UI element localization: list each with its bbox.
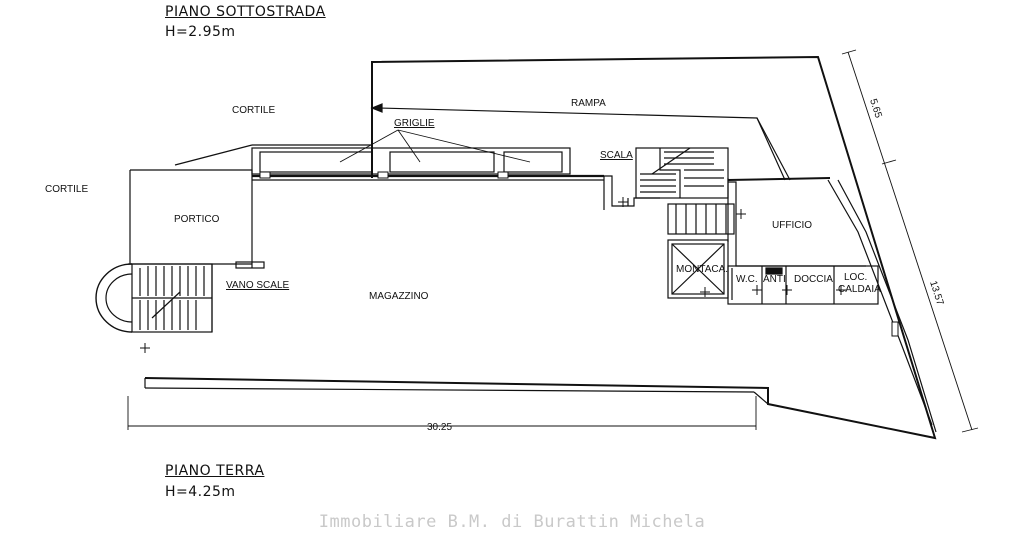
label-cortile-top: CORTILE <box>232 105 275 116</box>
griglie-leaders <box>339 129 531 163</box>
label-rampa: RAMPA <box>571 98 606 109</box>
floor-height-sottostrada: H=2.95m <box>165 24 236 40</box>
label-griglie: GRIGLIE <box>394 118 435 129</box>
dimension-width: 30.25 <box>427 422 452 433</box>
label-loc: LOC. <box>844 272 867 283</box>
plan-marks <box>140 171 899 353</box>
label-cortile-left: CORTILE <box>45 184 88 195</box>
dimension-lines <box>127 49 979 433</box>
label-magazzino: MAGAZZINO <box>369 291 429 302</box>
label-scala: SCALA <box>600 150 633 161</box>
watermark: Immobiliare B.M. di Burattin Michela <box>318 512 706 532</box>
label-vano-scale: VANO SCALE <box>226 280 289 291</box>
label-anti: ANTI <box>763 274 786 285</box>
floor-title-terra: PIANO TERRA <box>165 463 265 479</box>
dimension-right-upper: 5.65 <box>867 98 884 120</box>
plan-walls <box>95 55 937 440</box>
floor-height-terra: H=4.25m <box>165 484 236 500</box>
label-ufficio: UFFICIO <box>772 220 812 231</box>
label-doccia: DOCCIA <box>794 274 833 285</box>
label-montacarichi: MONTACA. <box>676 264 728 275</box>
label-portico: PORTICO <box>174 214 220 225</box>
label-wc: W.C. <box>736 274 758 285</box>
label-caldaia: CALDAIA <box>838 284 881 295</box>
floor-title-sottostrada: PIANO SOTTOSTRADA <box>165 4 326 20</box>
